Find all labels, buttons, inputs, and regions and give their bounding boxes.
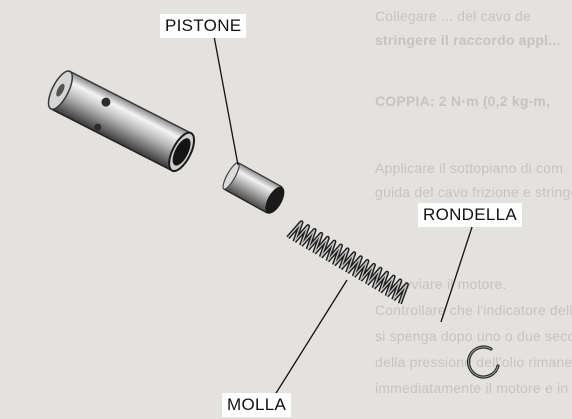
label-rondella: RONDELLA [418,203,522,227]
leader-line-rondella [441,224,473,322]
cylinder-housing [44,68,199,175]
leader-line-molla [273,280,347,398]
piston [220,161,288,217]
label-molla: MOLLA [222,393,291,417]
label-pistone: PISTONE [160,14,246,38]
leader-line-pistone [214,36,238,165]
spring [288,222,407,303]
